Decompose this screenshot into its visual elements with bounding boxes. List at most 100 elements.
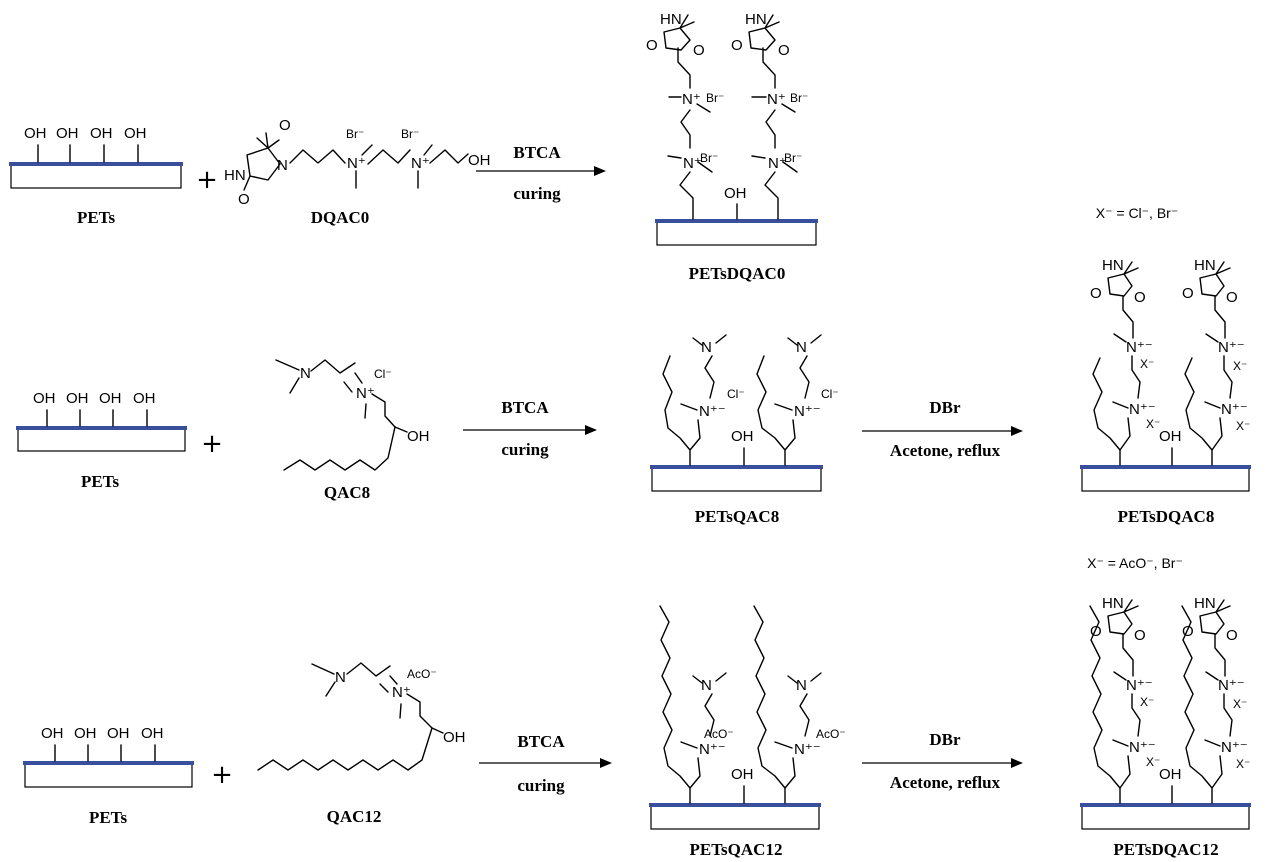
nplus-minus-atom: N⁺⁻ — [1129, 401, 1156, 418]
nplus-atom: N⁺ — [682, 91, 701, 108]
o-atom: O — [1182, 285, 1194, 302]
oh-label: OH — [56, 125, 79, 142]
x-counterion: X⁻ — [1140, 357, 1154, 371]
oh-label: OH — [66, 390, 89, 407]
qac12-molecule: N N⁺ AcO⁻ OH QAC12 — [257, 662, 466, 826]
o-atom: O — [1134, 627, 1146, 644]
nplus-minus-atom: N⁺⁻ — [699, 403, 726, 420]
nplus-atom: N⁺ — [411, 155, 430, 172]
substrate-box — [650, 805, 820, 830]
o-atom: O — [778, 42, 790, 59]
reaction-arrow-row3: BTCA curing — [479, 732, 612, 795]
oh-atom: OH — [731, 766, 754, 783]
substrate-box — [17, 428, 186, 452]
nplus-atom: N⁺ — [768, 155, 787, 172]
hn-atom: HN — [1194, 595, 1216, 612]
cl-counterion: Cl⁻ — [727, 387, 745, 401]
substrate-box — [651, 467, 822, 492]
acetone-condition: Acetone, reflux — [890, 773, 1001, 792]
x-counterion: X⁻ — [1233, 697, 1247, 711]
curing-condition: curing — [517, 776, 565, 795]
br-counterion: Br⁻ — [790, 91, 808, 105]
oh-atom: OH — [1159, 766, 1182, 783]
oh-atom: OH — [731, 428, 754, 445]
hn-atom: HN — [660, 11, 682, 28]
dbr-arrow-row3: DBr Acetone, reflux — [862, 730, 1023, 792]
nplus-minus-atom: N⁺⁻ — [1221, 401, 1248, 418]
acetone-condition: Acetone, reflux — [890, 441, 1001, 460]
hn-atom: HN — [1194, 257, 1216, 274]
oh-label: OH — [90, 125, 113, 142]
nplus-minus-atom: N⁺⁻ — [1129, 739, 1156, 756]
o-atom: O — [646, 37, 658, 54]
curing-condition: curing — [501, 440, 549, 459]
petsdqac8-product: N⁺⁻ X⁻ N⁺⁻ X⁻ HN O O OH N⁺⁻ X⁻ N⁺⁻ X⁻ HN… — [1080, 257, 1251, 526]
oh-label: OH — [74, 725, 97, 742]
petsdqac12-product: N⁺⁻ X⁻ N⁺⁻ X⁻ HN O O OH N⁺⁻ X⁻ N⁺⁻ X⁻ HN… — [1080, 595, 1251, 859]
oh-label: OH — [33, 390, 56, 407]
nplus-atom: N⁺ — [683, 155, 702, 172]
oh-atom: OH — [468, 152, 491, 169]
btca-condition: BTCA — [513, 143, 561, 162]
aco-counterion: AcO⁻ — [407, 667, 437, 681]
br-counterion: Br⁻ — [346, 127, 364, 141]
nplus-minus-atom: N⁺⁻ — [699, 741, 726, 758]
o-atom: O — [1090, 285, 1102, 302]
nplus-atom: N⁺ — [392, 684, 411, 701]
petsqac8-product: N⁺⁻ N Cl⁻ OH N⁺⁻ N Cl⁻ PETsQAC8 — [650, 334, 839, 526]
o-atom: O — [238, 191, 250, 208]
br-counterion: Br⁻ — [784, 151, 802, 165]
oh-atom: OH — [407, 428, 430, 445]
nplus-atom: N⁺ — [356, 385, 375, 402]
o-atom: O — [1226, 627, 1238, 644]
dbr-condition: DBr — [929, 730, 961, 749]
aco-counterion: AcO⁻ — [816, 727, 846, 741]
nplus-atom: N⁺ — [767, 91, 786, 108]
btca-condition: BTCA — [517, 732, 565, 751]
plus-sign: + — [201, 429, 223, 459]
oh-label: OH — [99, 390, 122, 407]
substrate-box — [1081, 805, 1250, 830]
petsdqac8-label: PETsDQAC8 — [1118, 507, 1215, 526]
petsqac8-label: PETsQAC8 — [695, 507, 779, 526]
pets-label: PETs — [89, 808, 128, 827]
x-counterion: X⁻ — [1146, 417, 1160, 431]
br-counterion: Br⁻ — [700, 151, 718, 165]
nplus-minus-atom: N⁺⁻ — [794, 741, 821, 758]
n-atom: N — [796, 339, 807, 356]
pets-label: PETs — [77, 208, 116, 227]
oh-label: OH — [141, 725, 164, 742]
x-counterion: X⁻ — [1146, 755, 1160, 769]
btca-condition: BTCA — [501, 398, 549, 417]
qac12-label: QAC12 — [327, 807, 382, 826]
petsqac12-label: PETsQAC12 — [690, 840, 783, 859]
petsqac12-product: N⁺⁻ AcO⁻ N OH N⁺⁻ AcO⁻ N PETsQAC12 — [649, 605, 846, 859]
hn-atom: HN — [1102, 595, 1124, 612]
substrate-box — [10, 164, 182, 189]
cl-counterion: Cl⁻ — [374, 367, 392, 381]
nplus-minus-atom: N⁺⁻ — [1218, 339, 1245, 356]
nplus-minus-atom: N⁺⁻ — [1221, 739, 1248, 756]
substrate-box — [656, 221, 817, 246]
o-atom: O — [1134, 289, 1146, 306]
dqac0-molecule: O HN O N N⁺ Br⁻ N⁺ Br⁻ OH DQAC0 — [224, 117, 491, 227]
counterion-note: X⁻ = AcO⁻, Br⁻ — [1087, 555, 1183, 571]
cl-counterion: Cl⁻ — [821, 387, 839, 401]
n-atom: N — [701, 339, 712, 356]
plus-sign: + — [211, 760, 233, 790]
petsdqac12-label: PETsDQAC12 — [1113, 840, 1218, 859]
o-atom: O — [279, 117, 291, 134]
substrate-box — [1081, 467, 1250, 492]
n-atom: N — [701, 677, 712, 694]
dbr-condition: DBr — [929, 398, 961, 417]
n-atom: N — [335, 669, 346, 686]
oh-label: OH — [41, 725, 64, 742]
oh-atom: OH — [1159, 428, 1182, 445]
br-counterion: Br⁻ — [401, 127, 419, 141]
petsdqac0-product: N⁺ Br⁻ N⁺ Br⁻ HN O O OH N⁺ Br⁻ N⁺ Br⁻ HN… — [646, 11, 818, 283]
substrate-box — [24, 763, 193, 788]
nplus-minus-atom: N⁺⁻ — [794, 403, 821, 420]
nplus-minus-atom: N⁺⁻ — [1218, 677, 1245, 694]
nplus-minus-atom: N⁺⁻ — [1126, 677, 1153, 694]
